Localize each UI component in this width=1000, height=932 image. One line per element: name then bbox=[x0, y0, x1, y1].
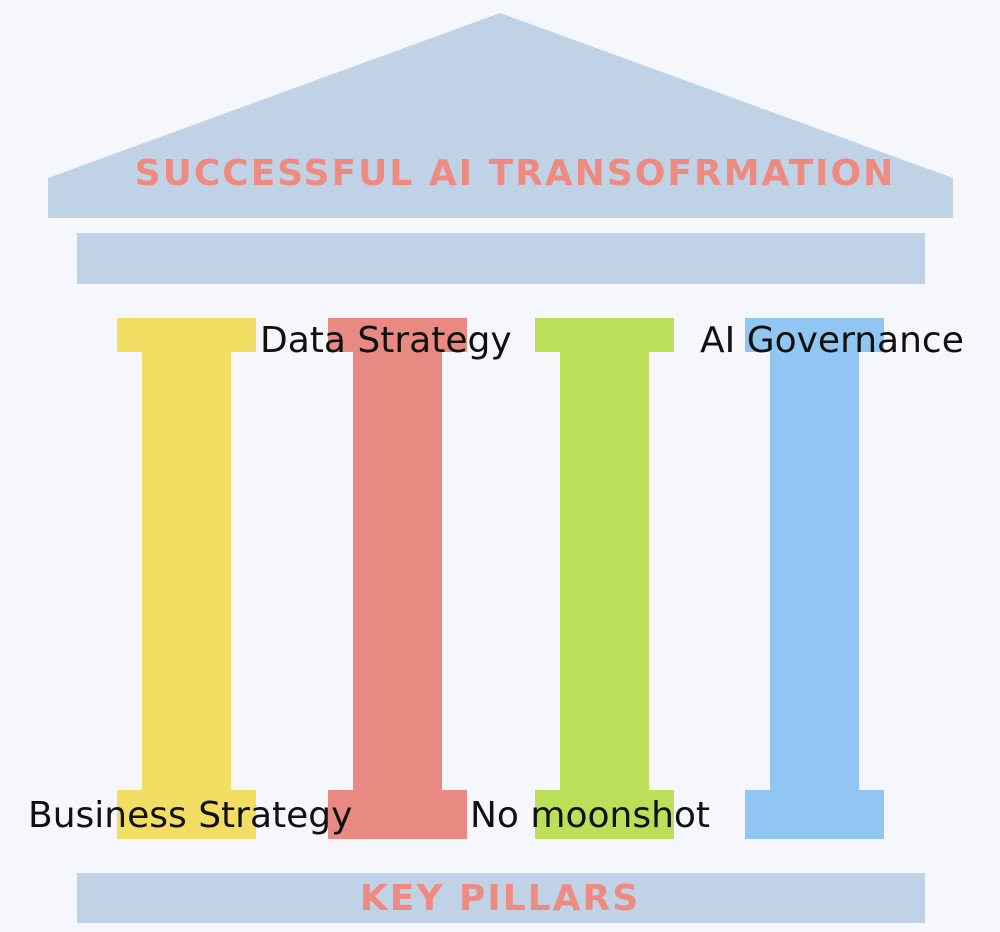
pillar-moonshot bbox=[535, 318, 674, 839]
pillar-label-business-strategy: Business Strategy bbox=[28, 795, 353, 836]
roof bbox=[48, 13, 953, 218]
architrave-beam bbox=[77, 233, 925, 284]
pillar-business bbox=[117, 318, 256, 839]
roof-title: SUCCESSFUL AI TRANSOFRMATION bbox=[134, 153, 896, 194]
pillar-label-data-strategy: Data Strategy bbox=[260, 320, 512, 361]
base-slab bbox=[77, 873, 925, 923]
base-title: KEY PILLARS bbox=[359, 878, 641, 919]
pillar-data bbox=[328, 318, 467, 839]
pillar-label-no-moonshot: No moonshot bbox=[470, 795, 711, 836]
pillar-governance bbox=[745, 318, 884, 839]
pillar-label-ai-governance: AI Governance bbox=[700, 320, 964, 361]
